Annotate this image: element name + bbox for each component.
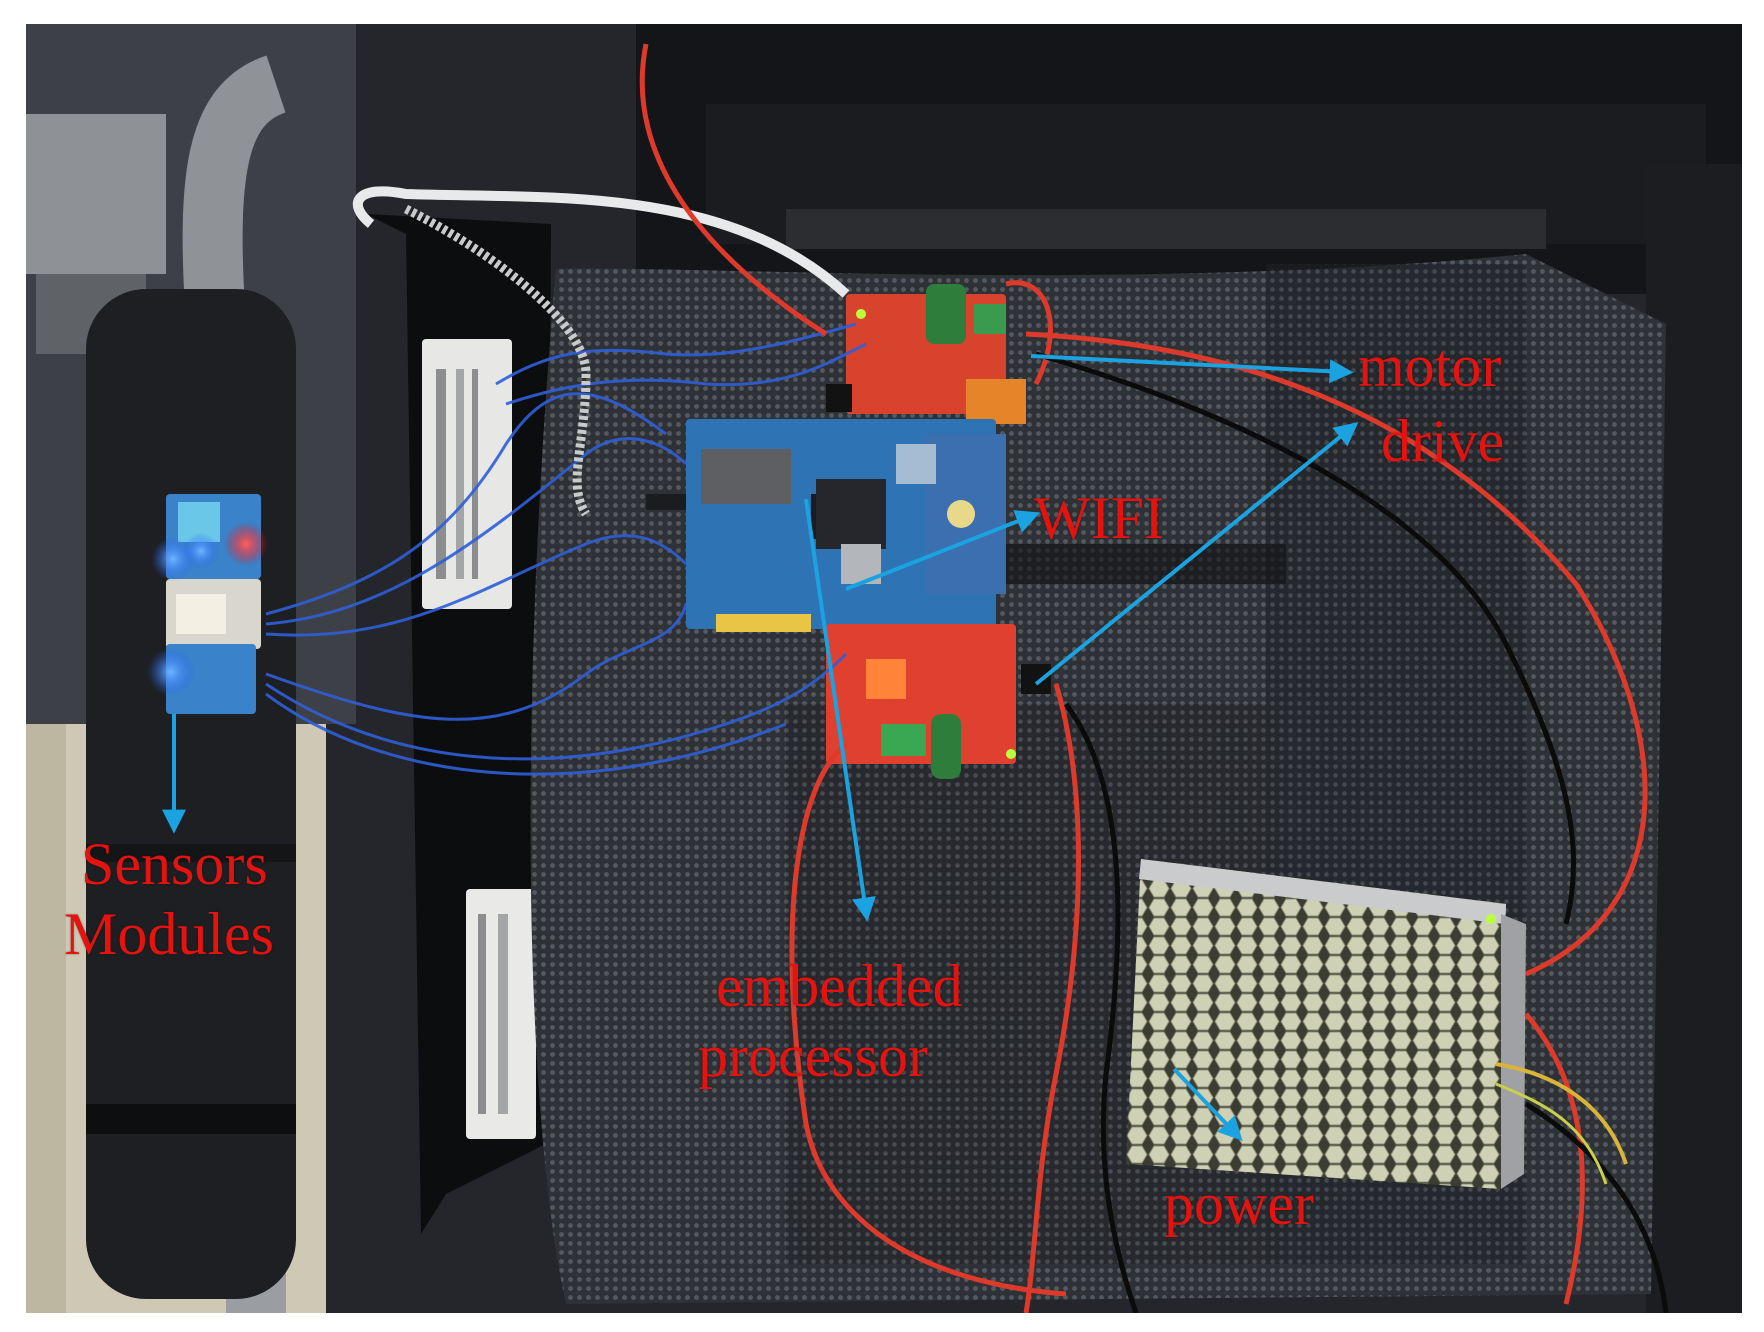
sensors-modules-label-line1: Sensors [81, 831, 268, 897]
embedded-processor-label-line2: processor [698, 1023, 928, 1089]
motor-drive-label-line2: drive [1381, 408, 1505, 474]
motor-drive-label-line1: motor [1358, 333, 1502, 399]
wifi-label: WIFI [1034, 485, 1164, 551]
power-label: power [1164, 1171, 1314, 1237]
wheelchair-electronics-photo [26, 24, 1742, 1313]
embedded-processor-label-line1: embedded [716, 953, 963, 1019]
photo-frame: motor drive WIFI Sensors Modules embedde… [26, 24, 1742, 1313]
sensors-modules-label-line2: Modules [64, 901, 274, 967]
